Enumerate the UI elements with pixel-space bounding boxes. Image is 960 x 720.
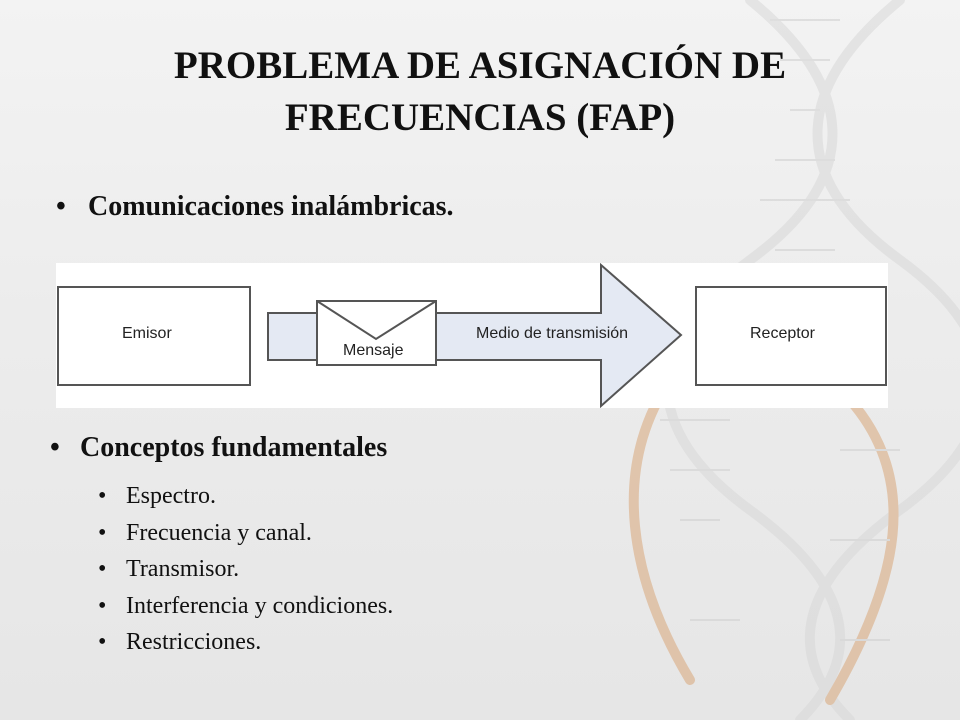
- concepts-list: • Espectro. • Frecuencia y canal. • Transmi…: [98, 478, 393, 661]
- title-line-2: FRECUENCIAS (FAP): [284, 96, 676, 139]
- emisor-label: Emisor: [122, 325, 172, 342]
- concept-frequency-channel: Frecuencia y canal.: [126, 519, 312, 546]
- medio-label: Medio de transmisión: [476, 325, 629, 342]
- concepts-heading-text: Conceptos fundamentales: [80, 432, 388, 463]
- bullet-dot: •: [98, 629, 107, 655]
- bullet-dot: •: [98, 519, 107, 546]
- concept-interference: Interferencia y condiciones.: [126, 592, 394, 619]
- slide-title: PROBLEMA DE ASIGNACIÓN DE FRECUENCIAS (F…: [80, 40, 880, 144]
- receptor-label: Receptor: [750, 325, 815, 342]
- bullet-dot: •: [98, 556, 107, 582]
- bullet-dot: •: [98, 592, 107, 619]
- envelope-flap: [316, 300, 437, 341]
- bullet-dot: •: [50, 432, 60, 463]
- mensaje-label: Mensaje: [343, 342, 404, 359]
- title-line-1: PROBLEMA DE ASIGNACIÓN DE: [173, 44, 787, 87]
- concepts-heading: • Conceptos fundamentales: [50, 432, 387, 464]
- list-item: • Transmisor.: [98, 551, 393, 588]
- dna-helix-watermark: [628, 0, 960, 720]
- bullet-wireless: • Comunicaciones inalámbricas.: [56, 191, 454, 223]
- list-item: • Espectro.: [98, 478, 393, 515]
- diagram-drawing: [57, 263, 887, 408]
- emisor-box: [57, 286, 251, 386]
- concept-restrictions: Restricciones.: [126, 629, 262, 655]
- envelope-body: [316, 300, 437, 366]
- concept-transmitter: Transmisor.: [126, 556, 240, 582]
- bullet-dot: •: [56, 191, 66, 222]
- communication-diagram: Emisor Mensaje Medio de transmisión Rece…: [56, 263, 888, 408]
- list-item: • Frecuencia y canal.: [98, 515, 393, 552]
- list-item: • Interferencia y condiciones.: [98, 588, 393, 625]
- list-item: • Restricciones.: [98, 624, 393, 661]
- bullet-dot: •: [98, 483, 107, 509]
- concept-spectrum: Espectro.: [126, 483, 216, 509]
- bullet-wireless-text: Comunicaciones inalámbricas.: [88, 191, 454, 222]
- receptor-box: [695, 286, 887, 386]
